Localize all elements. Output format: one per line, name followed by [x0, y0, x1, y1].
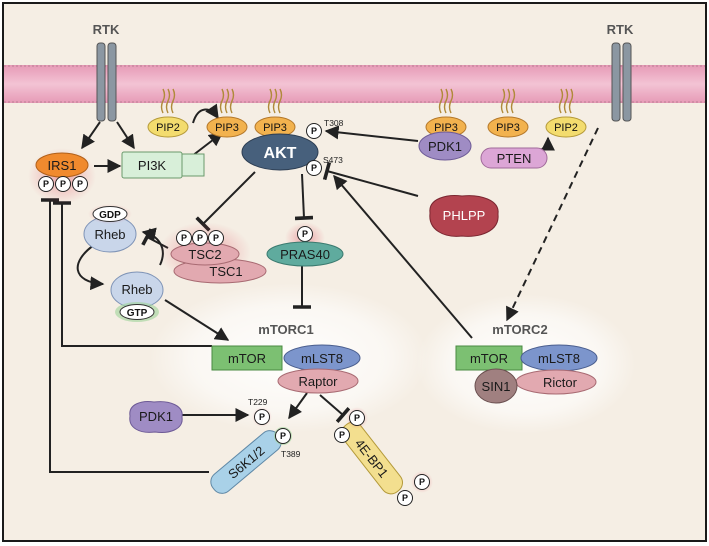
mtorc2-title: mTORC2	[492, 322, 547, 337]
pdk1-bottom-node: PDK1	[129, 401, 183, 433]
mtorc1-raptor-label: Raptor	[298, 374, 338, 389]
edge-pip2-pip3	[192, 103, 219, 124]
rheb-gdp-node: Rheb GDP	[83, 204, 137, 253]
site-t229: T229	[248, 397, 268, 407]
edge-mtorc2-akt	[333, 174, 473, 339]
s6k-node: S6K1/2 P T229 P T389	[210, 397, 301, 494]
rheb-gtp-node: Rheb GTP	[110, 271, 164, 322]
mtorc1-mlst8-label: mLST8	[301, 351, 343, 366]
pi3k-label: PI3K	[138, 158, 167, 173]
svg-text:PIP2: PIP2	[156, 122, 180, 134]
phlpp-node: PHLPP	[429, 195, 499, 237]
pdk1-top-label: PDK1	[428, 139, 462, 154]
rtk-right-label: RTK	[607, 22, 634, 37]
site-t308: T308	[324, 118, 344, 128]
gtp-label: GTP	[127, 308, 148, 319]
edge-mtorc1-4ebp1	[319, 394, 351, 423]
mtorc1-title: mTORC1	[258, 322, 313, 337]
mtorc2-rictor-label: Rictor	[543, 375, 578, 390]
svg-text:P: P	[302, 229, 308, 239]
tsc-complex: TSC1 TSC2 P P P	[159, 222, 267, 284]
cell-membrane	[4, 65, 705, 103]
edge-mtorc1-s6k	[288, 392, 308, 420]
pten-node: PTEN	[480, 147, 548, 169]
edge-pi3k-pip3	[191, 132, 224, 157]
lipid-pip3-left: PIP3	[206, 88, 248, 138]
rtk-right: RTK	[607, 22, 634, 122]
edge-rtk-irs1	[81, 121, 101, 150]
svg-text:P: P	[311, 163, 317, 173]
mtorc2-complex: mTORC2 mTOR mLST8 Rictor SIN1	[455, 322, 598, 404]
lipid-pip2-right: PIP2	[545, 88, 587, 138]
svg-text:P: P	[339, 430, 345, 440]
svg-text:P: P	[60, 179, 66, 189]
pi3k-node: PI3K	[121, 151, 205, 179]
svg-text:P: P	[197, 233, 203, 243]
pras40-node: P PRAS40	[266, 222, 344, 267]
lipid-pip2-left: PIP2	[147, 88, 189, 138]
edge-rheb-gdp-gtp	[76, 244, 105, 291]
mtorc2-mtor-label: mTOR	[470, 351, 508, 366]
pten-label: PTEN	[497, 151, 532, 166]
mtorc1-mtor-label: mTOR	[228, 351, 266, 366]
svg-text:P: P	[280, 431, 286, 441]
gdp-label: GDP	[99, 210, 121, 221]
svg-text:P: P	[354, 413, 360, 423]
svg-text:PIP3: PIP3	[263, 122, 287, 134]
svg-text:P: P	[402, 493, 408, 503]
pras40-label: PRAS40	[280, 247, 330, 262]
edge-rheb-mtorc1	[164, 299, 230, 341]
irs1-label: IRS1	[48, 158, 77, 173]
svg-text:P: P	[311, 126, 317, 136]
tsc1-label: TSC1	[209, 264, 242, 279]
phlpp-label: PHLPP	[443, 208, 486, 223]
irs1-node: IRS1 P P P	[28, 148, 96, 204]
edge-akt-pras40	[294, 173, 314, 221]
lipid-pip3-akt: PIP3	[254, 88, 296, 138]
svg-text:P: P	[77, 179, 83, 189]
site-t389: T389	[281, 449, 301, 459]
tsc2-label: TSC2	[188, 247, 221, 262]
edge-akt-tsc2	[195, 171, 256, 232]
svg-text:P: P	[43, 179, 49, 189]
akt-node: AKT P T308 P S473	[241, 118, 344, 176]
pdk1-top-node: PDK1	[418, 131, 472, 161]
svg-text:PIP3: PIP3	[434, 122, 458, 134]
rtk-left-label: RTK	[93, 22, 120, 37]
svg-text:P: P	[213, 233, 219, 243]
svg-text:PIP3: PIP3	[215, 122, 239, 134]
site-s473: S473	[323, 155, 343, 165]
edge-mtorc1-irs1	[53, 201, 212, 347]
rheb-gtp-label: Rheb	[121, 282, 152, 297]
mtorc2-mlst8-label: mLST8	[538, 351, 580, 366]
edge-pdk1-akt	[324, 125, 419, 142]
edge-rtk-pi3k	[116, 121, 135, 150]
svg-text:P: P	[181, 233, 187, 243]
lipid-pip3-pdk1: PIP3	[425, 88, 467, 138]
rheb-gdp-label: Rheb	[94, 227, 125, 242]
svg-text:PIP3: PIP3	[496, 122, 520, 134]
svg-text:P: P	[419, 477, 425, 487]
svg-text:P: P	[259, 412, 265, 422]
svg-text:PIP2: PIP2	[554, 122, 578, 134]
lipid-pip3-pten: PIP3	[487, 88, 529, 138]
edge-s6k-irs1	[41, 198, 209, 473]
mtorc1-complex: mTORC1 mTOR mLST8 Raptor	[211, 322, 361, 394]
pdk1-bottom-label: PDK1	[139, 409, 173, 424]
rtk-left: RTK	[93, 22, 120, 122]
mtorc2-sin1-label: SIN1	[482, 379, 511, 394]
akt-label: AKT	[264, 145, 297, 162]
